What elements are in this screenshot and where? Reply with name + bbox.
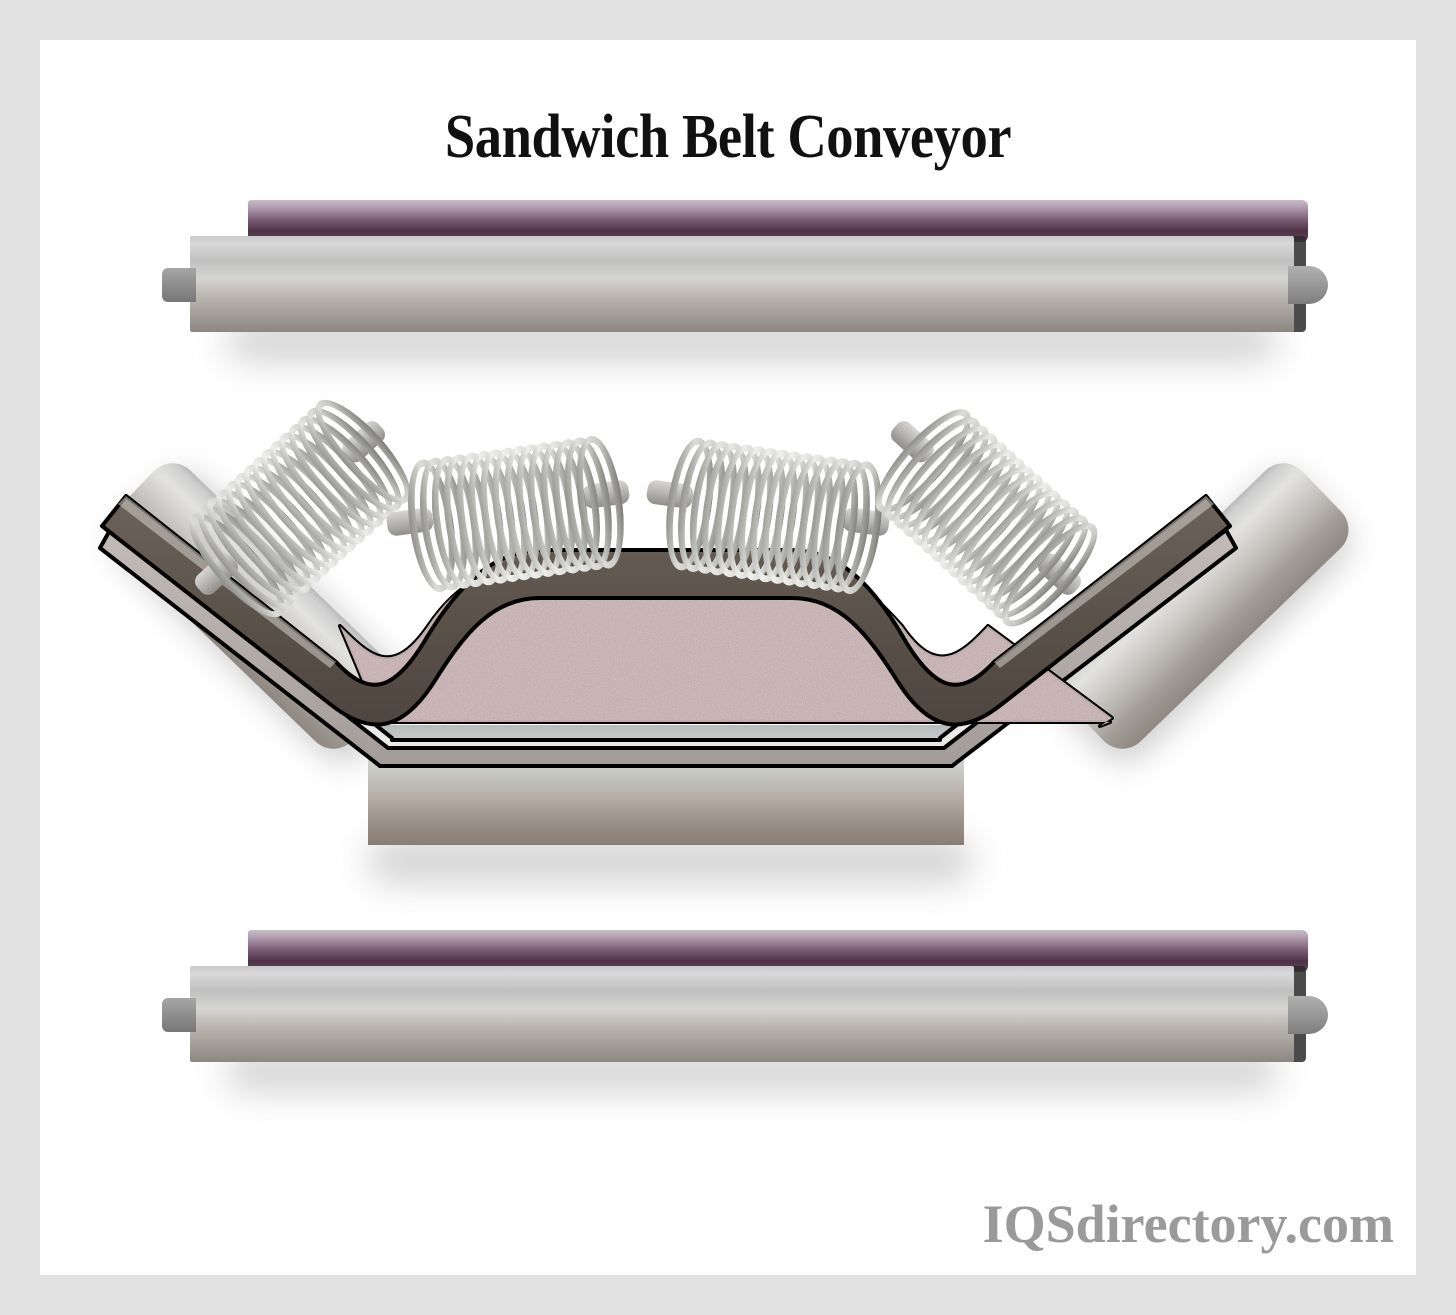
bottom-drum-shaft-right (1288, 996, 1328, 1034)
top-drum-shaft-right (1288, 266, 1328, 304)
bottom-drum-body (190, 966, 1294, 1062)
top-drum-belt-surface (248, 200, 1308, 242)
top-drum-body (190, 236, 1294, 332)
trough-assembly (40, 387, 1416, 900)
bottom-drum-belt-surface (248, 930, 1308, 972)
top-belt-layer (100, 494, 1232, 727)
top-belt-highlight-right (994, 496, 1214, 668)
top-drum-shaft-left (162, 268, 196, 302)
bottom-return-drum (162, 930, 1328, 1090)
watermark: IQSdirectory.com (982, 1194, 1394, 1254)
page-title: Sandwich Belt Conveyor (444, 103, 1012, 171)
top-return-drum (162, 200, 1328, 360)
bottom-drum-shaft-left (162, 998, 196, 1032)
bottom-belt-layer (98, 528, 1238, 768)
diagram-canvas: Sandwich Belt Conveyor (40, 40, 1416, 1275)
